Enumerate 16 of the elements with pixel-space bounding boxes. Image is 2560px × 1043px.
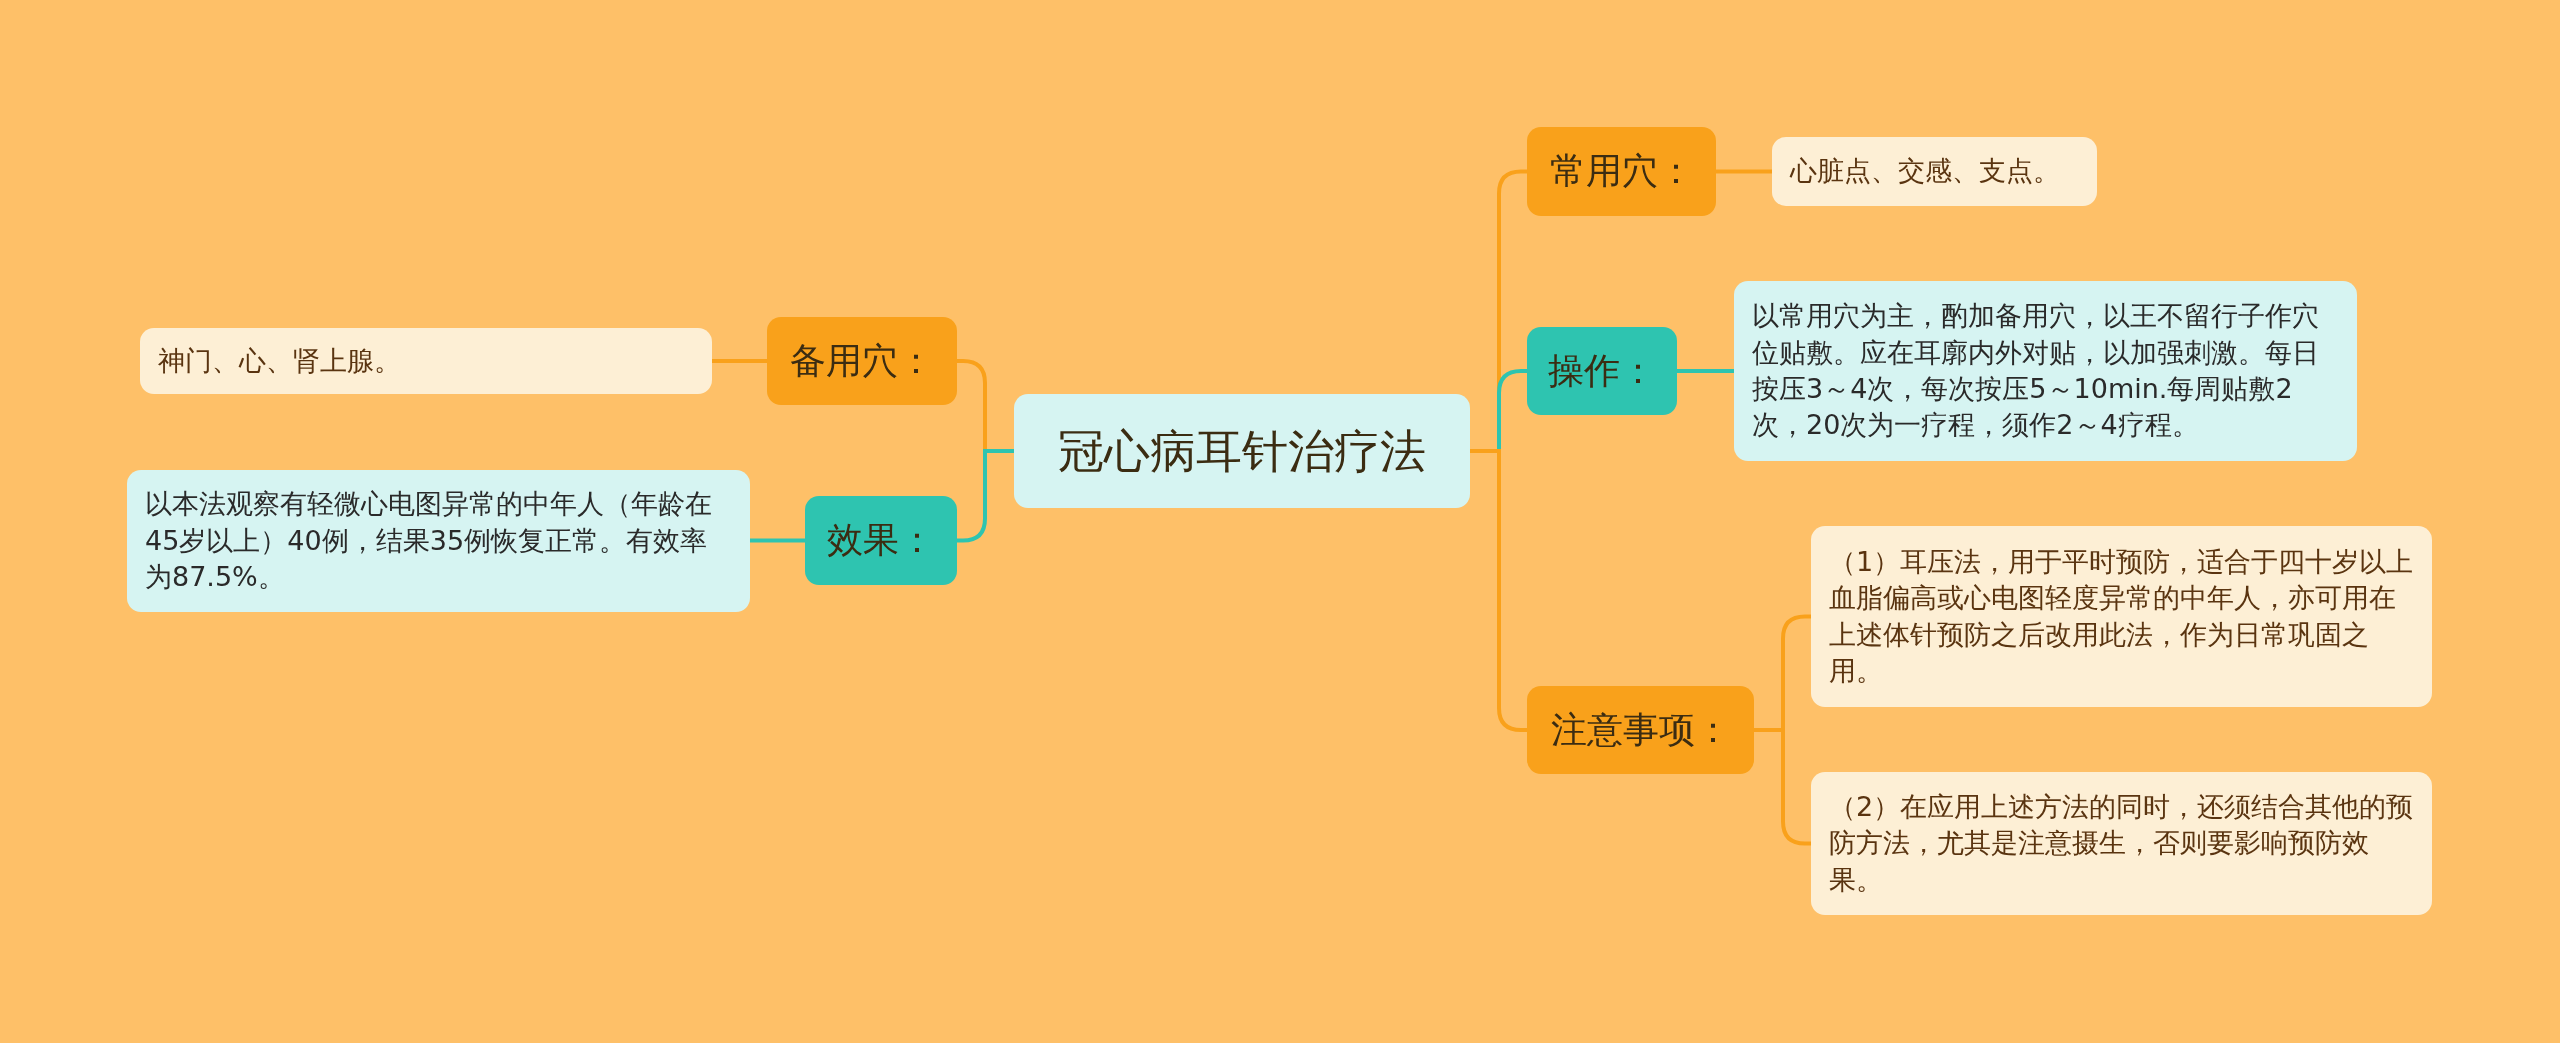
connector-line xyxy=(1716,169,1772,174)
branch-topic-box: 备用穴： xyxy=(767,317,957,405)
branch-topic-box: 常用穴： xyxy=(1527,127,1716,216)
branch-topic-box: 效果： xyxy=(805,496,957,585)
branch-topic-box: 注意事项： xyxy=(1527,686,1754,774)
note-box: 以本法观察有轻微心电图异常的中年人（年龄在45岁以上）40例，结果35例恢复正常。有效率为87.5%。 xyxy=(127,470,750,612)
note-box: 以常用穴为主，酌加备用穴，以王不留行子作穴位贴敷。应在耳廓内外对贴，以加强刺激。每日按压3～4次，每次按压5～10min.每周贴敷2次，20次为一疗程，须作2～4疗程。 xyxy=(1734,281,2357,461)
note-box: 神门、心、肾上腺。 xyxy=(140,328,712,394)
connector-line xyxy=(750,538,805,543)
connector-line xyxy=(1677,369,1734,373)
note-box: （2）在应用上述方法的同时，还须结合其他的预防方法，尤其是注意摄生，否则要影响预防效果。 xyxy=(1811,772,2432,915)
root-topic-box: 冠心病耳针治疗法 xyxy=(1014,394,1470,508)
note-box: （1）耳压法，用于平时预防，适合于四十岁以上血脂偏高或心电图轻度异常的中年人，亦可用在上述体针预防之后改用此法，作为日常巩固之用。 xyxy=(1811,526,2432,707)
connector-line xyxy=(712,359,767,363)
branch-topic-box: 操作： xyxy=(1527,327,1677,415)
note-box: 心脏点、交感、支点。 xyxy=(1772,137,2097,206)
